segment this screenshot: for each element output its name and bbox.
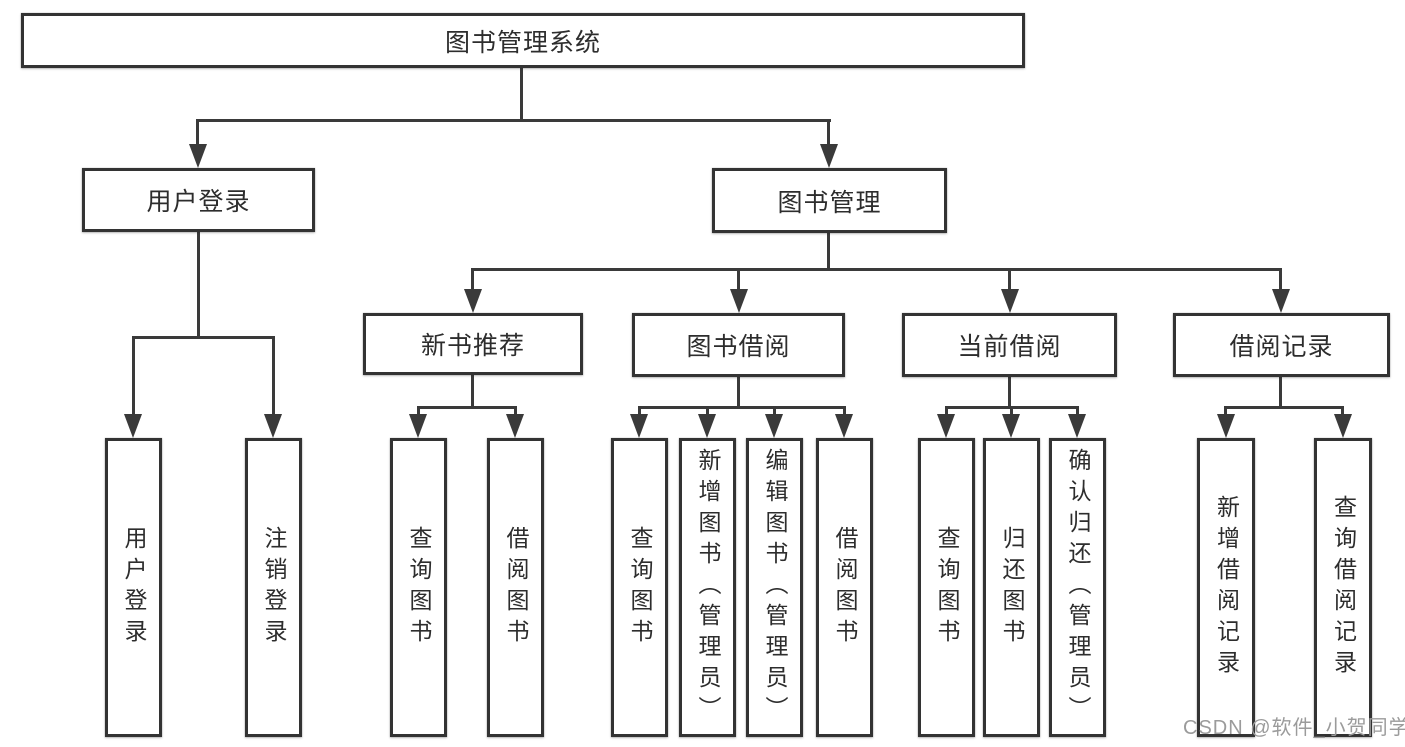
connector — [827, 231, 830, 268]
connector — [1341, 406, 1344, 418]
node-borrow-records: 借阅记录 — [1173, 313, 1390, 377]
connector — [417, 406, 420, 418]
leaf-add-borrow-record: 新增借阅记录 — [1197, 438, 1255, 737]
connector — [1076, 406, 1079, 418]
leaf-borrow-books-1: 借阅图书 — [487, 438, 544, 737]
arrow-down-icon — [1068, 414, 1086, 438]
leaf-query-borrow-record: 查询借阅记录 — [1314, 438, 1372, 737]
csdn-watermark: CSDN @软件_小贺同学 — [1183, 717, 1405, 739]
connector — [1224, 406, 1343, 409]
leaf-logout: 注销登录 — [245, 438, 302, 737]
arrow-down-icon — [189, 144, 207, 168]
node-new-book-recommend: 新书推荐 — [363, 313, 583, 375]
leaf-query-books-1: 查询图书 — [390, 438, 447, 737]
arrow-down-icon — [1001, 289, 1019, 313]
arrow-down-icon — [264, 414, 282, 438]
arrow-down-icon — [1334, 414, 1352, 438]
connector — [272, 336, 275, 418]
node-library-system: 图书管理系统 — [21, 13, 1025, 68]
node-current-borrowing: 当前借阅 — [902, 313, 1117, 377]
node-book-management: 图书管理 — [712, 168, 947, 233]
connector — [196, 119, 831, 122]
connector — [706, 406, 709, 418]
connector — [1008, 268, 1011, 292]
connector — [737, 268, 740, 292]
connector — [1010, 406, 1013, 418]
connector — [514, 406, 517, 418]
arrow-down-icon — [1002, 414, 1020, 438]
arrow-down-icon — [730, 289, 748, 313]
arrow-down-icon — [409, 414, 427, 438]
connector — [132, 336, 135, 418]
connector — [197, 230, 200, 336]
connector — [638, 406, 641, 418]
leaf-query-books-3: 查询图书 — [918, 438, 975, 737]
arrow-down-icon — [835, 414, 853, 438]
leaf-borrow-books-2: 借阅图书 — [816, 438, 873, 737]
arrow-down-icon — [937, 414, 955, 438]
connector — [1224, 406, 1227, 418]
connector — [1008, 375, 1011, 406]
connector — [196, 119, 199, 147]
connector — [132, 336, 275, 339]
connector — [417, 406, 517, 409]
connector — [471, 375, 474, 406]
arrow-down-icon — [765, 414, 783, 438]
arrow-down-icon — [698, 414, 716, 438]
connector — [827, 119, 830, 147]
connector — [638, 406, 846, 409]
connector — [1279, 375, 1282, 406]
leaf-confirm-return-admin: 确认归还（管理员） — [1049, 438, 1106, 737]
arrow-down-icon — [124, 414, 142, 438]
leaf-add-book-admin: 新增图书（管理员） — [679, 438, 736, 737]
leaf-return-books: 归还图书 — [983, 438, 1040, 737]
connector — [945, 406, 948, 418]
node-book-borrowing: 图书借阅 — [632, 313, 845, 377]
connector — [843, 406, 846, 418]
arrow-down-icon — [820, 144, 838, 168]
connector — [1279, 268, 1282, 292]
arrow-down-icon — [630, 414, 648, 438]
node-user-login: 用户登录 — [82, 168, 315, 232]
arrow-down-icon — [506, 414, 524, 438]
connector — [737, 375, 740, 406]
arrow-down-icon — [1217, 414, 1235, 438]
connector — [520, 66, 523, 120]
connector — [773, 406, 776, 418]
leaf-edit-book-admin: 编辑图书（管理员） — [746, 438, 803, 737]
leaf-user-login: 用户登录 — [105, 438, 162, 737]
arrow-down-icon — [464, 289, 482, 313]
connector — [471, 268, 1282, 271]
arrow-down-icon — [1272, 289, 1290, 313]
leaf-query-books-2: 查询图书 — [611, 438, 668, 737]
connector — [471, 268, 474, 292]
